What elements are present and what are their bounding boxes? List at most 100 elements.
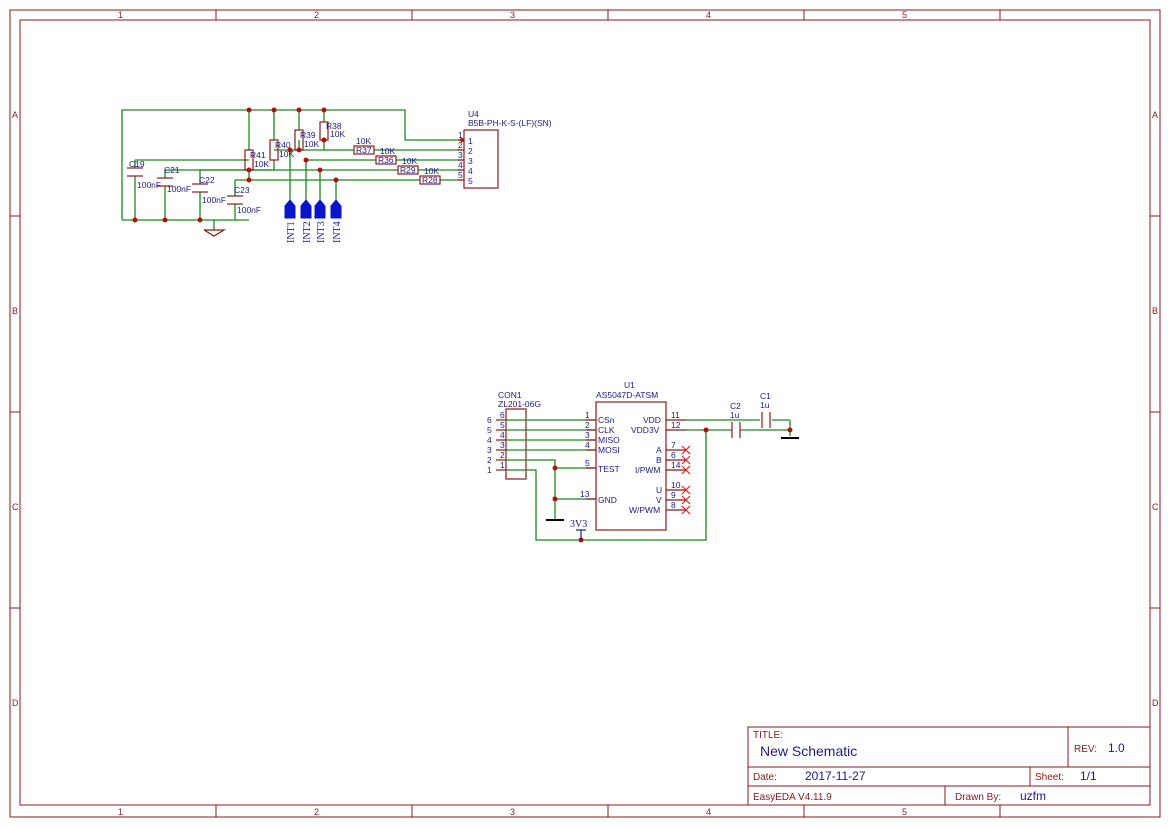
title-label: TITLE: — [753, 730, 783, 741]
u1-pin-num: 13 — [580, 489, 590, 499]
connector-con1: CON1 ZL201-06G 6 5 4 3 2 1 6 5 4 3 2 1 — [487, 390, 541, 480]
u1-pin-name: B — [656, 455, 662, 465]
net-flag-int4: INT4 — [330, 199, 343, 243]
con1-pin-outer: 6 — [487, 415, 492, 425]
c22-ref: C22 — [199, 175, 215, 185]
r40-value: 10K — [279, 149, 294, 159]
svg-text:INT4: INT4 — [332, 221, 343, 243]
r38-ref: R38 — [326, 121, 342, 131]
row-label-right: D — [1152, 698, 1159, 708]
con1-ref: CON1 — [498, 390, 522, 400]
schematic-title: New Schematic — [760, 743, 857, 759]
u1-pin-name: VDD3V — [631, 425, 660, 435]
col-label-bottom: 5 — [902, 807, 907, 817]
con1-pin-inner: 1 — [500, 460, 505, 470]
u1-pin-num: 11 — [671, 410, 680, 420]
c1-ref: C1 — [760, 391, 771, 401]
u1-pin-name: CLK — [598, 425, 615, 435]
u1-pin-num: 14 — [671, 460, 681, 470]
c2-ref: C2 — [730, 401, 741, 411]
con1-pin-inner: 2 — [500, 450, 505, 460]
svg-text:INT2: INT2 — [302, 221, 313, 243]
capacitor-c1: C1 1u — [760, 391, 772, 428]
drawn-by-label: Drawn By: — [955, 792, 1001, 803]
c19-value: 100nF — [137, 180, 161, 190]
u4-pin-outer: 4 — [458, 160, 463, 170]
c2-value: 1u — [730, 410, 740, 420]
r37-value: 10K — [356, 136, 371, 146]
r40-ref: R40 — [275, 140, 291, 150]
u1-pin-num: 5 — [585, 458, 590, 468]
u1-pin-name: MOSI — [598, 445, 620, 455]
r28-ref: R28 — [422, 175, 438, 185]
u1-pin-num: 7 — [671, 440, 676, 450]
c1-value: 1u — [760, 400, 770, 410]
r38-value: 10K — [330, 129, 345, 139]
rev-label: REV: — [1074, 744, 1097, 755]
u1-pin-name: GND — [598, 495, 617, 505]
r28-value: 10K — [424, 166, 439, 176]
r41-ref: R41 — [250, 150, 266, 160]
r39-ref: R39 — [300, 130, 316, 140]
u1-pin-num: 3 — [585, 430, 590, 440]
row-label-left: D — [12, 698, 19, 708]
con1-pin-inner: 4 — [500, 430, 505, 440]
u4-pin-outer: 3 — [458, 150, 463, 160]
col-label-bottom: 2 — [314, 807, 319, 817]
c22-value: 100nF — [202, 195, 226, 205]
u4-pin-inner: 3 — [468, 156, 473, 166]
row-label-right: A — [1152, 110, 1158, 120]
capacitor-c21 — [157, 177, 173, 187]
u1-pin-num: 2 — [585, 420, 590, 430]
capacitor-c23 — [227, 195, 243, 205]
col-label-top: 5 — [902, 10, 907, 20]
u4-pin-outer: 5 — [458, 170, 463, 180]
u4-ref: U4 — [468, 109, 479, 119]
con1-pin-inner: 6 — [500, 410, 505, 420]
u4-pin-outer: 1 — [458, 130, 463, 140]
u4-pin-inner: 2 — [468, 146, 473, 156]
row-label-right: C — [1152, 502, 1159, 512]
net-flag-int2: INT2 — [300, 199, 313, 243]
capacitor-c2: C2 1u — [730, 401, 741, 438]
u4-pin-inner: 5 — [468, 176, 473, 186]
u1-pin-num: 10 — [671, 480, 681, 490]
ic-u1: U1 AS5047D-ATSM 1 2 3 4 5 13 CSn CLK MIS… — [580, 380, 691, 531]
u1-pin-name: A — [656, 445, 662, 455]
c23-ref: C23 — [234, 185, 250, 195]
u1-pin-name: VDD — [643, 415, 661, 425]
u4-pin-outer: 2 — [458, 140, 463, 150]
r36-value: 10K — [380, 146, 395, 156]
con1-pin-outer: 5 — [487, 425, 492, 435]
u1-pin-name: U — [656, 485, 662, 495]
c21-ref: C21 — [164, 165, 180, 175]
u1-pin-num: 6 — [671, 450, 676, 460]
col-label-bottom: 1 — [118, 807, 123, 817]
svg-text:INT1: INT1 — [286, 221, 297, 243]
col-label-bottom: 4 — [706, 807, 711, 817]
u1-pin-name: TEST — [598, 464, 620, 474]
col-label-top: 4 — [706, 10, 711, 20]
filter-circuit: R38 10K R39 10K R40 10K R41 10K R37 10K … — [121, 107, 552, 243]
col-label-top: 3 — [510, 10, 515, 20]
power-3v3: 3V3 — [570, 519, 587, 540]
u1-pin-num: 12 — [671, 420, 681, 430]
net-flag-int3: INT3 — [314, 199, 327, 243]
u4-pin-inner: 1 — [468, 136, 473, 146]
u1-pin-num: 8 — [671, 500, 676, 510]
con1-part: ZL201-06G — [498, 399, 541, 409]
r36-ref: R36 — [378, 155, 394, 165]
title-block: TITLE: New Schematic REV: 1.0 Date: 2017… — [747, 726, 1151, 806]
u1-pin-name: I/PWM — [635, 465, 661, 475]
col-label-top: 2 — [314, 10, 319, 20]
ground-symbol — [203, 229, 227, 237]
u1-pin-num: 1 — [585, 410, 590, 420]
connector-u4: U4 B5B-PH-K-S-(LF)(SN) 1 2 3 4 5 1 2 3 4… — [458, 109, 552, 189]
date-label: Date: — [753, 772, 777, 783]
c21-value: 100nF — [167, 184, 191, 194]
u4-pin-inner: 4 — [468, 166, 473, 176]
capacitor-c22 — [192, 183, 208, 193]
u1-pin-name: W/PWM — [629, 505, 660, 515]
encoder-circuit: CON1 ZL201-06G 6 5 4 3 2 1 6 5 4 3 2 1 — [487, 380, 799, 543]
con1-pin-outer: 3 — [487, 445, 492, 455]
